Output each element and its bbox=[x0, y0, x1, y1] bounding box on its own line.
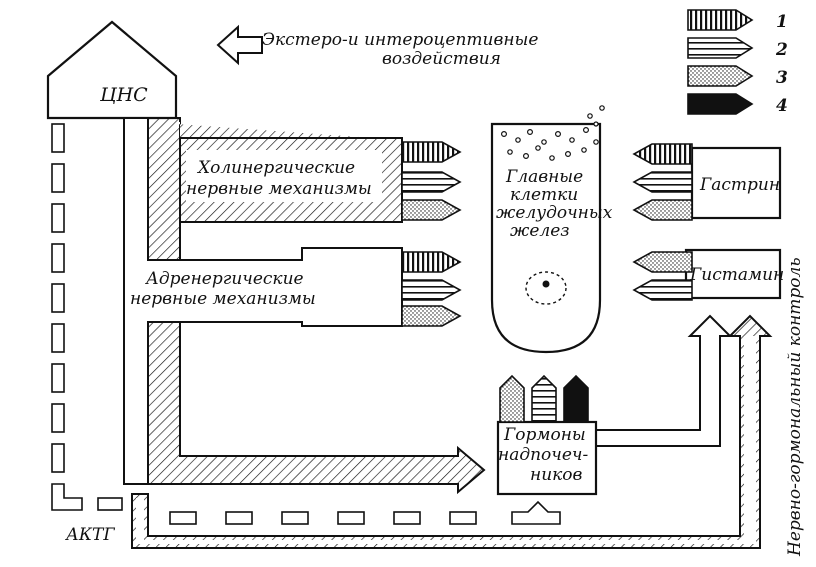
cell-nucleus bbox=[525, 271, 567, 305]
legend: 1 2 3 4 bbox=[687, 9, 788, 116]
legend-number-3: 3 bbox=[776, 68, 788, 88]
chief-cells-label-3: желудочных bbox=[496, 203, 613, 223]
adrenergic-arrow-1 bbox=[401, 251, 461, 273]
cholinergic-arrow-1 bbox=[401, 141, 461, 163]
legend-number-1: 1 bbox=[776, 12, 788, 32]
cholinergic-label-1: Холинергические bbox=[196, 158, 355, 178]
adrenal-to-histamine-arrow bbox=[595, 314, 733, 447]
external-input-arrow bbox=[216, 24, 263, 66]
legend-item-1: 1 bbox=[687, 9, 788, 32]
histamine-arrow-1 bbox=[633, 251, 693, 273]
adrenal-label-1: Гормоны bbox=[503, 425, 586, 445]
gastrin-arrow-2 bbox=[633, 171, 693, 193]
actg-label: АКТГ bbox=[65, 525, 115, 545]
chief-cells-label-4: желез bbox=[510, 221, 570, 241]
adrenal-label-3: ников bbox=[530, 465, 583, 485]
secretion-granules bbox=[501, 105, 605, 161]
histamine-arrow-2 bbox=[633, 279, 693, 301]
cns-block: ЦНС bbox=[46, 20, 178, 120]
control-label: Нервно-гормональный контроль bbox=[785, 257, 805, 557]
legend-number-4: 4 bbox=[776, 96, 788, 116]
external-input-label-2: воздействия bbox=[382, 49, 501, 69]
gastrin-block: Гастрин bbox=[690, 146, 782, 220]
cns-label: ЦНС bbox=[99, 84, 148, 106]
adrenal-block: Гормоны надпочеч- ников bbox=[496, 420, 598, 496]
gastrin-arrow-3 bbox=[633, 199, 693, 221]
actg-dashed-pathway bbox=[51, 123, 561, 525]
adrenal-label-2: надпочеч- bbox=[498, 445, 589, 465]
legend-item-4: 4 bbox=[687, 93, 788, 116]
cholinergic-block: Холинергические нервные механизмы bbox=[148, 122, 403, 223]
histamine-label: Гистамин bbox=[689, 265, 784, 285]
chief-cells-label-2: клетки bbox=[510, 185, 578, 205]
legend-item-3: 3 bbox=[687, 65, 788, 88]
gastrin-arrow-1 bbox=[633, 143, 693, 165]
cholinergic-arrow-3 bbox=[401, 199, 461, 221]
adrenergic-arrow-3 bbox=[401, 305, 461, 327]
adrenergic-block bbox=[301, 247, 403, 327]
adrenergic-label-2: нервные механизмы bbox=[130, 289, 316, 309]
gastrin-label: Гастрин bbox=[699, 175, 780, 195]
external-input-label-1: Экстеро-и интероцептивные bbox=[262, 30, 538, 50]
cholinergic-label-2: нервные механизмы bbox=[186, 179, 372, 199]
adrenergic-arrow-2 bbox=[401, 279, 461, 301]
chief-cells-label-1: Главные bbox=[505, 167, 583, 187]
legend-item-2: 2 bbox=[687, 37, 788, 60]
adrenergic-label-1: Адренергические bbox=[145, 269, 304, 289]
histamine-block: Гистамин bbox=[684, 248, 784, 300]
cholinergic-arrow-2 bbox=[401, 171, 461, 193]
adrenal-output-arrows bbox=[499, 374, 589, 423]
chief-cells-block: Главные клетки желудочных желез bbox=[490, 105, 613, 354]
control-loop bbox=[131, 314, 773, 549]
legend-number-2: 2 bbox=[775, 40, 788, 60]
